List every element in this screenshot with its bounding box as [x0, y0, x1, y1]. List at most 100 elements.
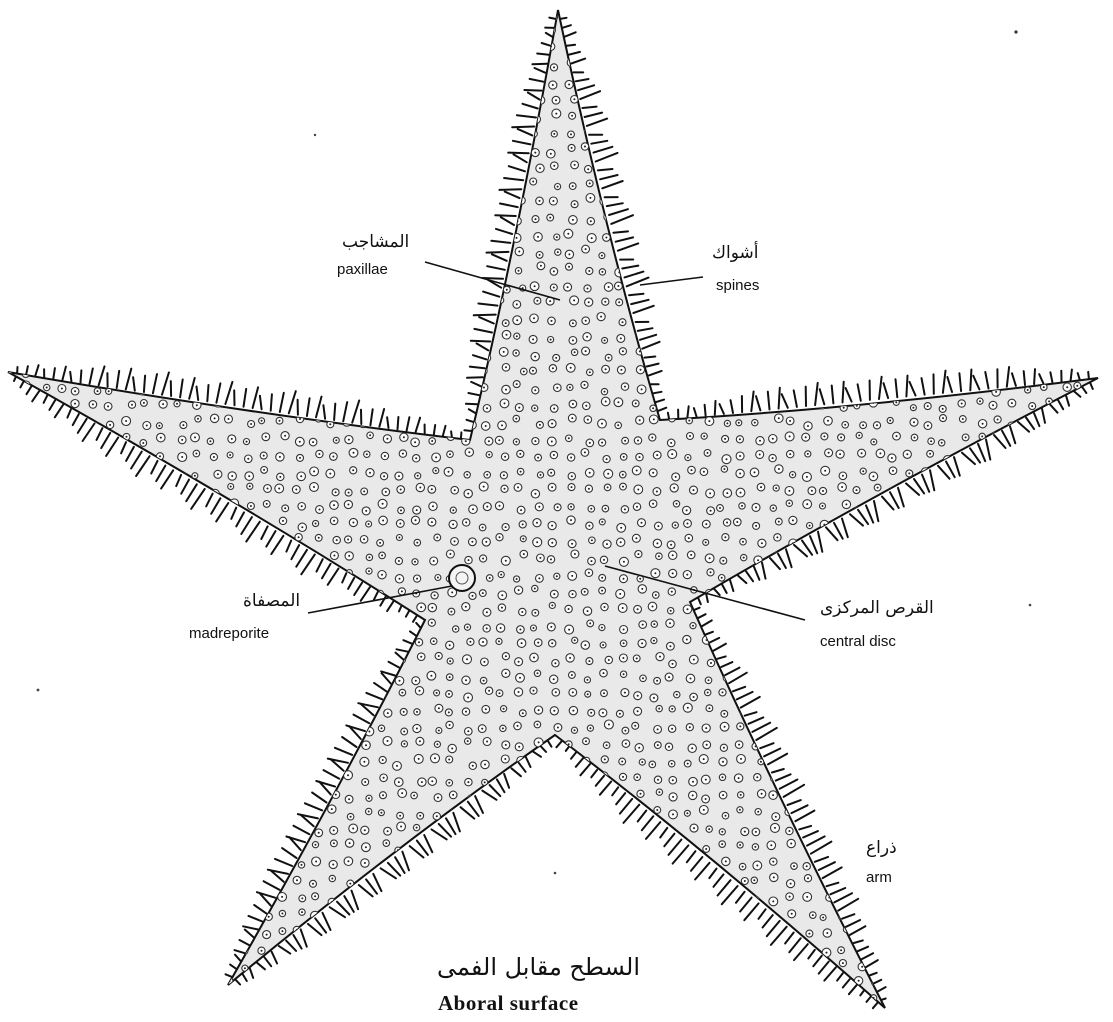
paxilla: [1041, 299, 1049, 307]
paxilla: [359, 346, 368, 355]
paxilla-center: [353, 32, 355, 34]
paxilla-center: [346, 135, 348, 137]
paxilla-center: [760, 486, 762, 488]
paxilla: [162, 500, 171, 509]
paxilla: [701, 367, 709, 375]
paxilla-center: [993, 519, 995, 521]
paxilla: [974, 10, 982, 18]
paxilla-center: [776, 51, 778, 53]
paxilla-center: [636, 470, 638, 472]
paxilla-center: [601, 66, 603, 68]
paxilla-center: [591, 50, 593, 52]
paxilla: [668, 215, 675, 222]
paxilla-center: [214, 493, 216, 495]
paxilla-center: [61, 152, 63, 154]
paxilla-center: [790, 135, 792, 137]
paxilla: [265, 165, 273, 173]
paxilla-center: [482, 527, 484, 529]
paxilla-center: [98, 570, 100, 572]
paxillae-texture: [3, 6, 1107, 1008]
spine: [746, 571, 753, 581]
paxilla: [469, 28, 476, 35]
paxilla: [1091, 316, 1099, 324]
paxilla-center: [160, 557, 162, 559]
paxilla-center: [1100, 385, 1102, 387]
spine: [791, 805, 807, 813]
paxilla: [892, 348, 898, 354]
paxilla: [316, 370, 322, 376]
paxilla-center: [1043, 283, 1045, 285]
paxilla-center: [896, 250, 898, 252]
spine: [607, 203, 623, 206]
paxilla-center: [828, 452, 830, 454]
spine: [642, 342, 659, 349]
spine: [609, 209, 628, 215]
paxilla-center: [333, 504, 335, 506]
paxilla-center: [349, 187, 351, 189]
paxilla: [21, 502, 29, 510]
paxilla-center: [368, 400, 370, 402]
paxilla: [37, 414, 46, 423]
spine: [475, 796, 483, 813]
paxilla-center: [210, 371, 212, 373]
spine: [714, 589, 720, 595]
paxilla: [740, 332, 748, 340]
paxilla-center: [1047, 418, 1049, 420]
paxilla: [841, 201, 848, 208]
paxilla-center: [844, 214, 846, 216]
paxilla: [23, 589, 30, 596]
spine: [618, 243, 638, 250]
paxilla: [973, 129, 980, 136]
paxilla-center: [739, 322, 741, 324]
paxilla: [1077, 213, 1085, 221]
paxilla-center: [942, 370, 944, 372]
paxilla: [462, 42, 469, 49]
paxilla-center: [506, 180, 508, 182]
paxilla-center: [931, 253, 933, 255]
paxilla-center: [1094, 354, 1096, 356]
paxilla: [503, 145, 511, 153]
paxilla-center: [941, 509, 943, 511]
paxilla-center: [959, 129, 961, 131]
paxilla-center: [822, 184, 824, 186]
paxilla: [296, 247, 303, 254]
paxilla: [466, 348, 472, 354]
paxilla: [296, 388, 303, 395]
paxilla: [436, 245, 442, 251]
paxilla-center: [263, 386, 265, 388]
paxilla-center: [964, 235, 966, 237]
paxilla-center: [705, 523, 707, 525]
paxilla: [109, 230, 116, 237]
paxilla-center: [948, 183, 950, 185]
paxilla-center: [1043, 355, 1045, 357]
paxilla-center: [811, 180, 813, 182]
paxilla-center: [942, 408, 944, 410]
spine: [794, 390, 797, 407]
spine: [90, 369, 93, 385]
paxilla: [121, 125, 130, 134]
paxilla: [6, 300, 14, 308]
paxilla-center: [720, 299, 722, 301]
spine: [226, 974, 233, 977]
paxilla: [770, 269, 777, 276]
paxilla-center: [436, 131, 438, 133]
paxilla: [430, 166, 438, 174]
paxilla: [855, 129, 864, 138]
paxilla-center: [588, 572, 590, 574]
paxilla-center: [295, 489, 297, 491]
paxilla-center: [873, 44, 875, 46]
paxilla-center: [981, 435, 983, 437]
paxilla: [806, 283, 815, 292]
paxilla-center: [13, 31, 15, 33]
paxilla-center: [431, 301, 433, 303]
paxilla: [1095, 551, 1104, 560]
paxilla-center: [10, 85, 12, 87]
paxilla-center: [585, 248, 587, 250]
paxilla: [824, 232, 832, 240]
paxilla-center: [656, 542, 658, 544]
paxilla-center: [690, 554, 692, 556]
paxilla-center: [23, 558, 25, 560]
paxilla-center: [1049, 82, 1051, 84]
paxilla: [263, 144, 270, 151]
paxilla-center: [857, 65, 859, 67]
